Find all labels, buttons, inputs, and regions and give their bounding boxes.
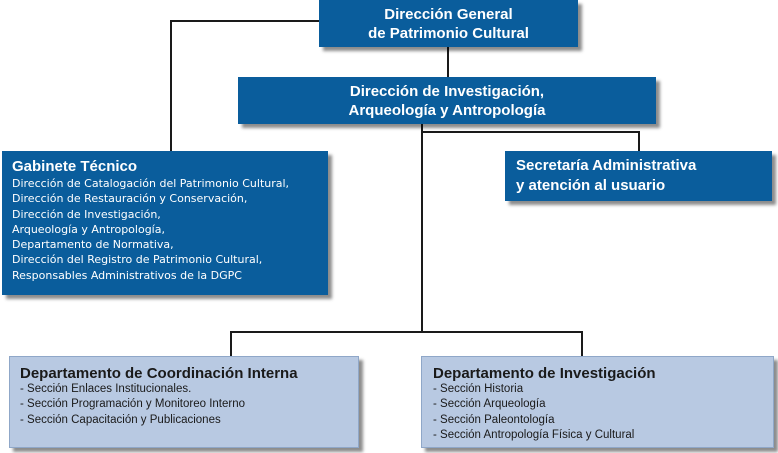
departamento-investigacion-title: Departamento de Investigación <box>433 365 656 382</box>
gabinete-tecnico-box: Gabinete Técnico Dirección de Catalogaci… <box>2 151 328 295</box>
secretaria-administrativa-box: Secretaría Administrativa y atención al … <box>505 151 772 201</box>
secretaria-line2: y atención al usuario <box>516 177 666 194</box>
coordinacion-item: - Sección Programación y Monitoreo Inter… <box>20 398 245 411</box>
gabinete-item: Dirección de Restauración y Conservación… <box>12 192 248 206</box>
direccion-investigacion-box: Dirección de Investigación, Arqueología … <box>238 77 656 124</box>
connector-dep-investigacion-vertical <box>581 331 583 356</box>
direccion-general-box: Dirección General de Patrimonio Cultural <box>319 0 578 47</box>
gabinete-item: Dirección del Registro de Patrimonio Cul… <box>12 253 263 267</box>
connector-top-to-investigacion <box>447 47 449 79</box>
departamento-investigacion-box: Departamento de Investigación - Sección … <box>421 356 774 448</box>
direccion-investigacion-line2: Arqueología y Antropología <box>348 101 546 119</box>
coordinacion-interna-box: Departamento de Coordinación Interna - S… <box>9 356 359 448</box>
connector-left-vertical <box>170 20 172 152</box>
gabinete-item: Dirección de Catalogación del Patrimonio… <box>12 177 290 190</box>
connector-bottom-horizontal <box>230 331 583 333</box>
connector-investigacion-down <box>421 124 423 332</box>
gabinete-item: Arqueología y Antropología, <box>12 222 165 236</box>
secretaria-line1: Secretaría Administrativa <box>516 157 697 174</box>
departamento-investigacion-item: - Sección Historia <box>433 383 524 395</box>
departamento-investigacion-item: - Sección Paleontología <box>433 413 555 426</box>
connector-coordinacion-vertical <box>230 331 232 356</box>
coordinacion-item: - Sección Capacitación y Publicaciones <box>20 413 221 426</box>
departamento-investigacion-item: - Sección Antropología Física y Cultural <box>433 428 635 441</box>
direccion-general-line1: Dirección General <box>384 5 513 23</box>
gabinete-tecnico-title: Gabinete Técnico <box>12 158 138 175</box>
departamento-investigacion-item: - Sección Arqueología <box>433 398 546 411</box>
coordinacion-title: Departamento de Coordinación Interna <box>20 365 298 382</box>
coordinacion-item: - Sección Enlaces Institucionales. <box>20 383 192 395</box>
gabinete-item: Departamento de Normativa, <box>12 238 174 252</box>
connector-secretaria-vertical <box>638 131 640 151</box>
gabinete-item: Responsables Administrativos de la DGPC <box>12 268 242 282</box>
connector-top-left-horizontal <box>170 20 320 22</box>
connector-to-secretaria <box>421 131 640 133</box>
direccion-investigacion-line1: Dirección de Investigación, <box>349 82 545 100</box>
direccion-general-line2: de Patrimonio Cultural <box>368 24 529 42</box>
gabinete-item: Dirección de Investigación, <box>12 207 161 221</box>
